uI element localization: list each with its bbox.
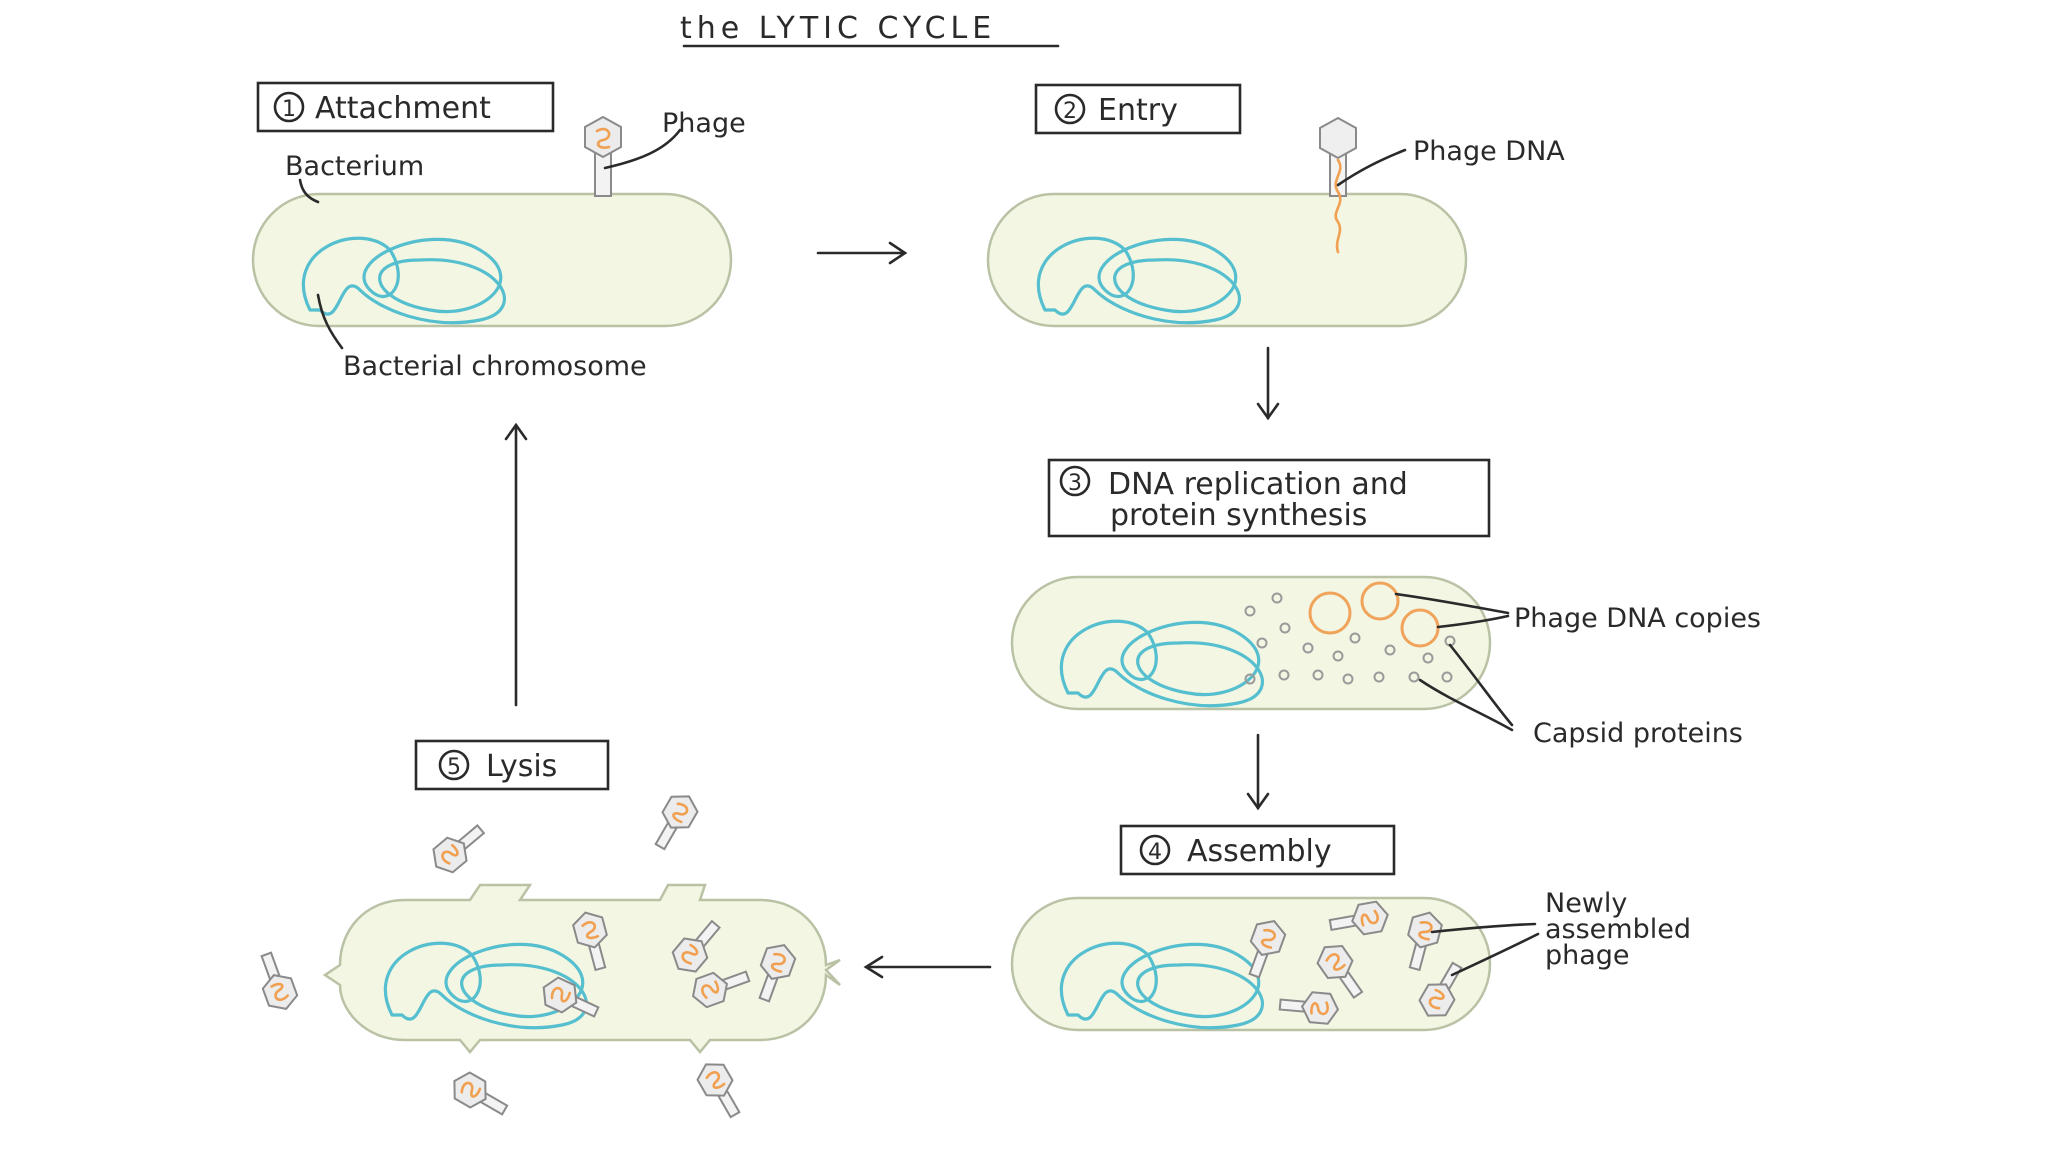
step-2-label: Entry — [1098, 93, 1178, 128]
step-3-number-circle — [1059, 465, 1091, 497]
phage-label: Phage — [662, 108, 746, 139]
step-3-box — [1047, 458, 1491, 538]
phage-dna-copies-label: Phage DNA copies — [1514, 603, 1761, 634]
step-4-number: 4 — [1148, 840, 1162, 865]
newly-assembled-label-line3: phage — [1545, 940, 1630, 971]
capsid-proteins-label: Capsid proteins — [1533, 718, 1743, 749]
phage-injecting — [1319, 116, 1357, 254]
step-5-label: Lysis — [486, 749, 557, 784]
step-3-label-line2: protein synthesis — [1110, 498, 1367, 533]
step-3-label-line1: DNA replication and — [1108, 467, 1408, 502]
step-5-number: 5 — [447, 755, 461, 780]
step-2-number-circle — [1054, 93, 1086, 125]
newly-assembled-leader-line-a — [1430, 922, 1537, 934]
step-2-box — [1034, 83, 1242, 135]
arrowhead-2-to-3 — [1256, 402, 1280, 421]
arrowhead-1-to-2 — [888, 241, 908, 265]
step-1-number-circle — [273, 91, 305, 123]
step-2-number: 2 — [1063, 99, 1077, 124]
step-4-number-circle — [1139, 834, 1171, 866]
step-4-box — [1119, 824, 1396, 876]
step-1-label: Attachment — [315, 91, 491, 126]
chromosome-leader-line — [316, 293, 344, 350]
phage-leader-line — [603, 128, 682, 170]
capsid-leader-line-a — [1448, 643, 1514, 727]
step-5-box — [414, 739, 610, 791]
diagram-title: the LYTIC CYCLE — [680, 11, 996, 46]
step-1-box — [256, 81, 555, 133]
bacterium-leader-line — [298, 178, 320, 204]
step-5-number-circle — [438, 749, 470, 781]
step-3-number: 3 — [1068, 471, 1082, 496]
phage-dna-label: Phage DNA — [1413, 136, 1565, 167]
injected-phage-dna — [1334, 158, 1342, 254]
arrowhead-5-to-1 — [504, 422, 528, 441]
bacterium-label: Bacterium — [285, 151, 424, 182]
dna-copies-leader-line-b — [1436, 614, 1510, 629]
phage-dna-leader-line — [1336, 148, 1407, 187]
dna-copies-leader-line-a — [1394, 592, 1510, 615]
step-1-number: 1 — [282, 97, 296, 122]
arrowhead-3-to-4 — [1246, 792, 1270, 811]
newly-assembled-label-line1: Newly — [1545, 888, 1627, 919]
newly-assembled-leader-line-b — [1450, 932, 1540, 977]
arrowhead-4-to-5 — [863, 955, 884, 979]
bacterial-chromosome-label: Bacterial chromosome — [343, 351, 647, 382]
step-4-label: Assembly — [1187, 834, 1332, 869]
phage-attached — [584, 115, 622, 197]
newly-assembled-label-line2: assembled — [1545, 914, 1691, 945]
capsid-leader-line-b — [1418, 678, 1514, 732]
